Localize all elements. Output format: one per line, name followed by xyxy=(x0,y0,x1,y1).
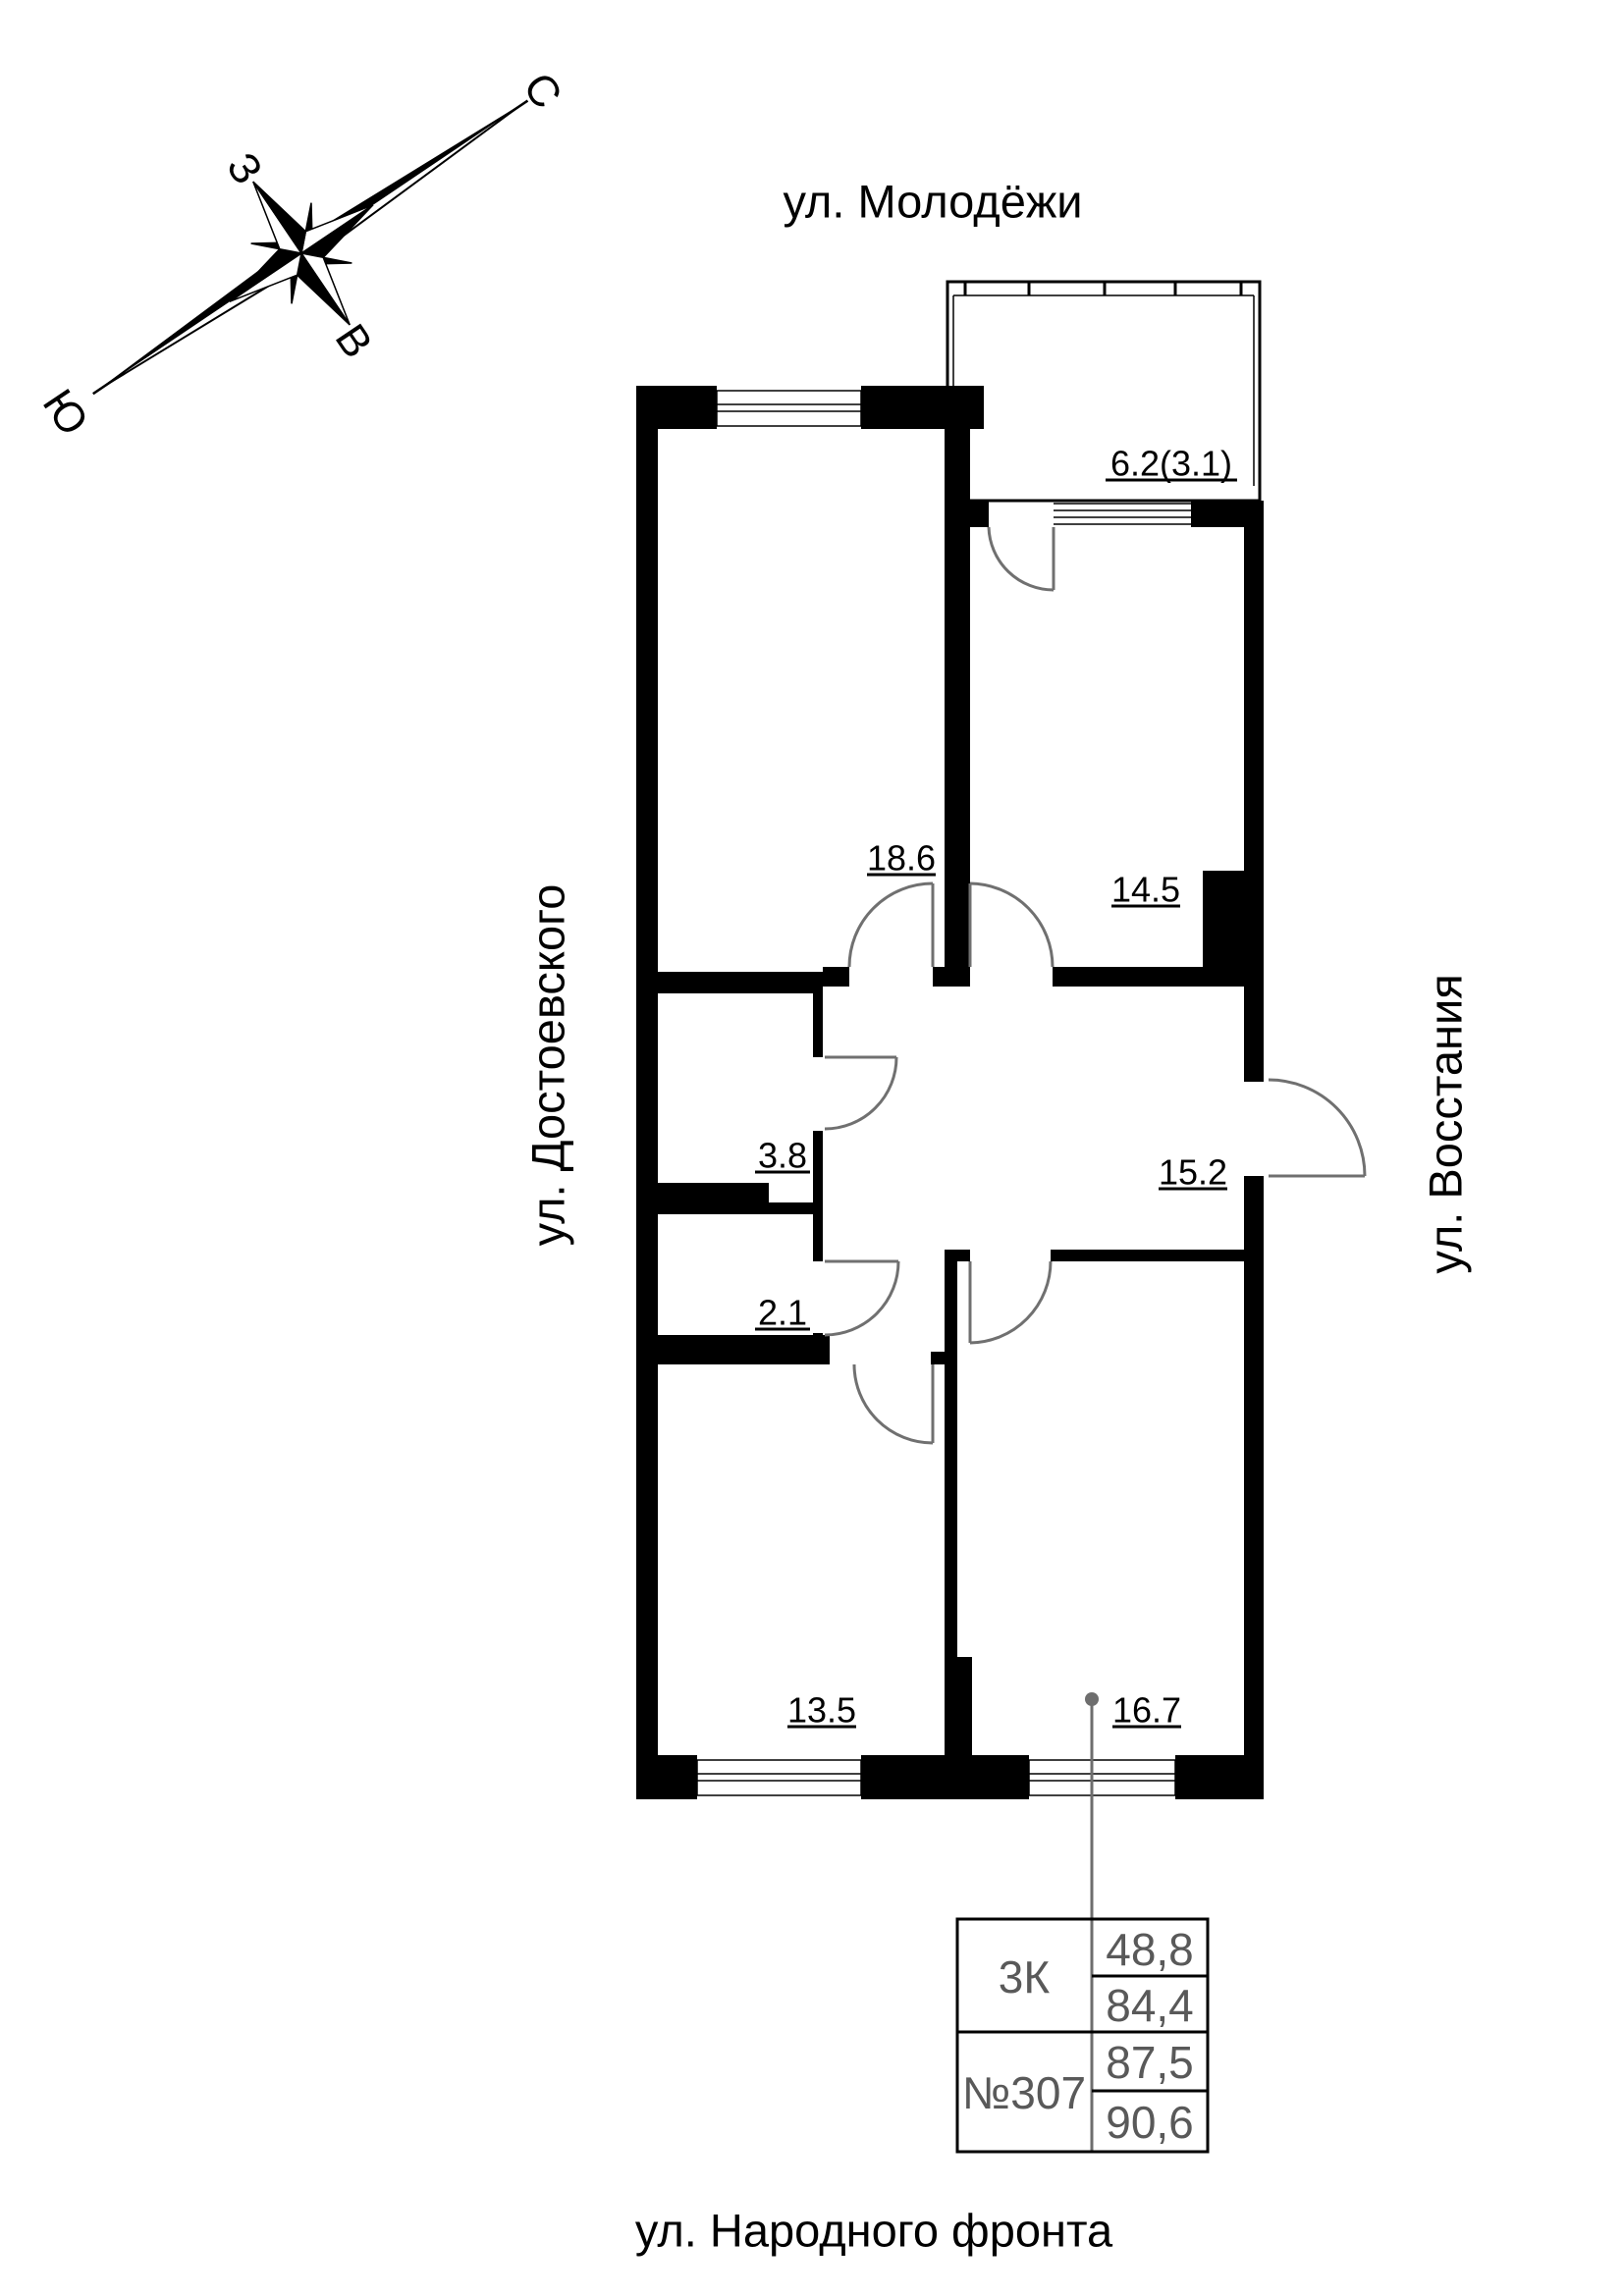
walls xyxy=(636,386,1264,1799)
door-balcony xyxy=(987,526,1055,592)
street-label-top: ул. Молодёжи xyxy=(783,176,1082,228)
compass-south-label: Ю xyxy=(33,381,97,444)
door-room-14-5 xyxy=(968,881,1055,968)
street-label-left: ул. Достоевского xyxy=(522,884,574,1247)
compass-east-label: В xyxy=(326,316,382,367)
windows xyxy=(696,390,1191,1796)
window-bottom-right xyxy=(1028,1759,1176,1796)
table-value-4: 90,6 xyxy=(1106,2097,1194,2148)
table-value-1: 48,8 xyxy=(1106,1924,1194,1975)
area-room-16-7: 16.7 xyxy=(1112,1690,1181,1731)
window-balcony xyxy=(1054,503,1191,525)
area-room-14-5: 14.5 xyxy=(1111,870,1180,910)
street-label-right: ул. Восстания xyxy=(1420,974,1472,1273)
area-room-3-8: 3.8 xyxy=(758,1136,807,1176)
door-room-13-5 xyxy=(852,1363,935,1445)
door-room-3-8 xyxy=(824,1055,898,1131)
door-room-2-1 xyxy=(824,1259,900,1337)
room-area-labels: 6.2(3.1) 18.6 14.5 3.8 15.2 2.1 13.5 16.… xyxy=(755,444,1237,1731)
area-room-18-6: 18.6 xyxy=(867,838,936,879)
apartment-info-table: 3К №307 48,8 84,4 87,5 90,6 xyxy=(955,1917,1210,2154)
window-bottom-left xyxy=(696,1759,862,1796)
area-balcony: 6.2(3.1) xyxy=(1110,444,1232,484)
area-room-13-5: 13.5 xyxy=(787,1690,856,1731)
street-label-bottom: ул. Народного фронта xyxy=(635,2205,1113,2257)
door-entrance xyxy=(1268,1078,1367,1178)
compass-cardinal-points xyxy=(229,181,374,326)
table-apartment-number: №307 xyxy=(962,2067,1086,2118)
door-room-16-7 xyxy=(968,1260,1053,1345)
table-value-2: 84,4 xyxy=(1106,1980,1194,2031)
window-top xyxy=(716,390,862,427)
table-rooms-type: 3К xyxy=(999,1951,1051,2002)
leader-line xyxy=(1085,1692,1099,2152)
compass-west-label: З xyxy=(217,144,271,192)
compass-rose: С Ю З В xyxy=(33,65,571,445)
door-room-18-6 xyxy=(847,881,935,968)
compass-north-label: С xyxy=(514,65,570,118)
area-room-2-1: 2.1 xyxy=(758,1293,807,1333)
doors xyxy=(824,526,1367,1445)
area-hall-15-2: 15.2 xyxy=(1159,1152,1227,1193)
table-value-3: 87,5 xyxy=(1106,2037,1194,2088)
